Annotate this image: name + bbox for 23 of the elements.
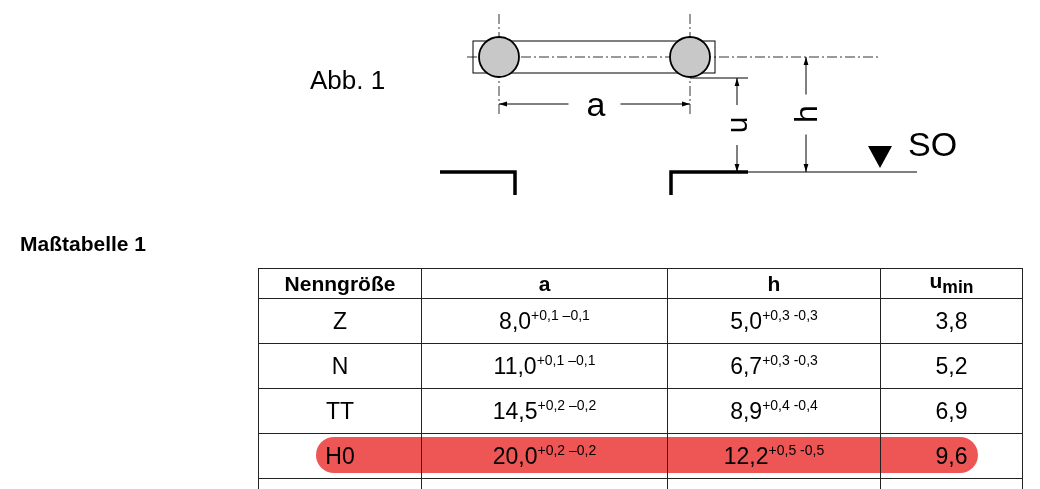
reference-label: SO [908, 127, 958, 161]
table-cell: 5,0$^{+0,3 -0,3}$ [667, 298, 881, 344]
table-cell: 12,2$^{+0,5 -0,5}$ [667, 433, 881, 479]
column-header: h [667, 268, 881, 299]
table-cell: 9,6 [880, 433, 1023, 479]
table-cell: Z [258, 298, 422, 344]
table-cell: 6,7$^{+0,3 -0,3}$ [667, 343, 881, 389]
column-header: Nenngröße [258, 268, 422, 299]
table-cell: 6,9 [880, 388, 1023, 434]
column-header: a [421, 268, 668, 299]
table-cell: N [258, 343, 422, 389]
table-cell: TT [258, 388, 422, 434]
column-header: u$_{min}$ [880, 268, 1023, 299]
table-cell: 3,8 [880, 298, 1023, 344]
table-cell: 8,0$^{+0,1 –0,1}$ [421, 298, 668, 344]
table-cell: 11,0$^{+0,1 –0,1}$ [421, 343, 668, 389]
table-title: Maßtabelle 1 [20, 233, 147, 254]
table-cell: 8,9$^{+0,4 -0,4}$ [667, 388, 881, 434]
table-cell: 20,0$^{+0,2 –0,2}$ [421, 433, 668, 479]
figure-label: Abb. 1 [310, 67, 386, 93]
table-cell: 14,5$^{+0,2 –0,2}$ [421, 388, 668, 434]
table-cell: H0 [258, 433, 422, 479]
table-cell: 5,2 [880, 343, 1023, 389]
